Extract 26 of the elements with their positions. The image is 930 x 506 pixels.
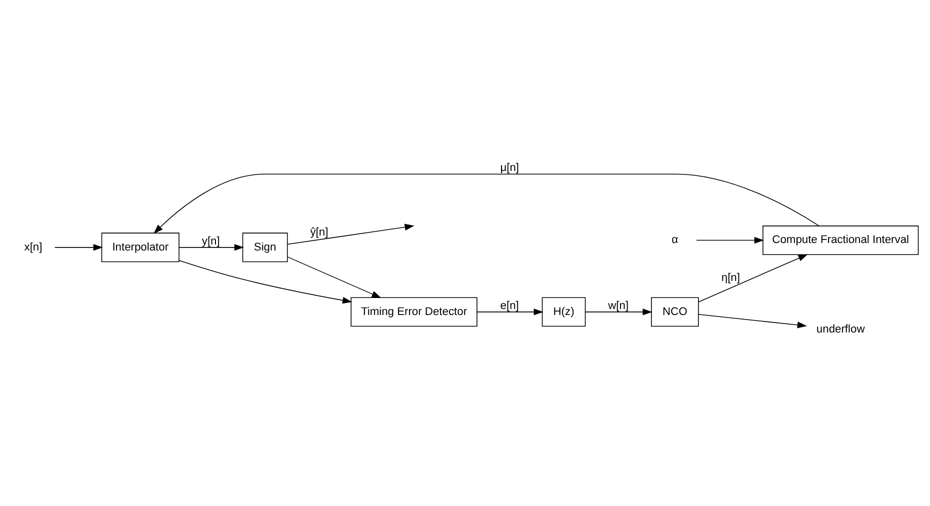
arrow — [287, 224, 414, 245]
edge-label: μ[n] — [500, 162, 520, 174]
arrow — [585, 308, 652, 316]
arrow — [178, 260, 352, 304]
arrow — [698, 314, 807, 328]
arrow — [54, 244, 103, 251]
arrow — [698, 254, 808, 302]
node-text: x[n] — [24, 241, 42, 254]
node-text: α — [672, 234, 678, 246]
edge-label: ŷ[n] — [310, 226, 328, 239]
node-box: H(z) — [542, 297, 586, 327]
edge-label: e[n] — [500, 300, 519, 312]
arrow — [287, 256, 382, 298]
arrow — [476, 308, 544, 316]
edge-label: w[n] — [608, 300, 629, 312]
arrow — [154, 174, 820, 234]
node-box: Compute Fractional Interval — [762, 226, 919, 255]
node-text: underflow — [816, 323, 865, 336]
arrow — [696, 236, 764, 244]
node-box: Interpolator — [101, 232, 180, 262]
node-box: Sign — [242, 232, 288, 262]
node-box: NCO — [651, 297, 699, 327]
edge-label: y[n] — [202, 235, 220, 248]
edge-label: η[n] — [721, 272, 740, 284]
node-box: Timing Error Detector — [350, 297, 478, 327]
arrow — [178, 244, 244, 251]
